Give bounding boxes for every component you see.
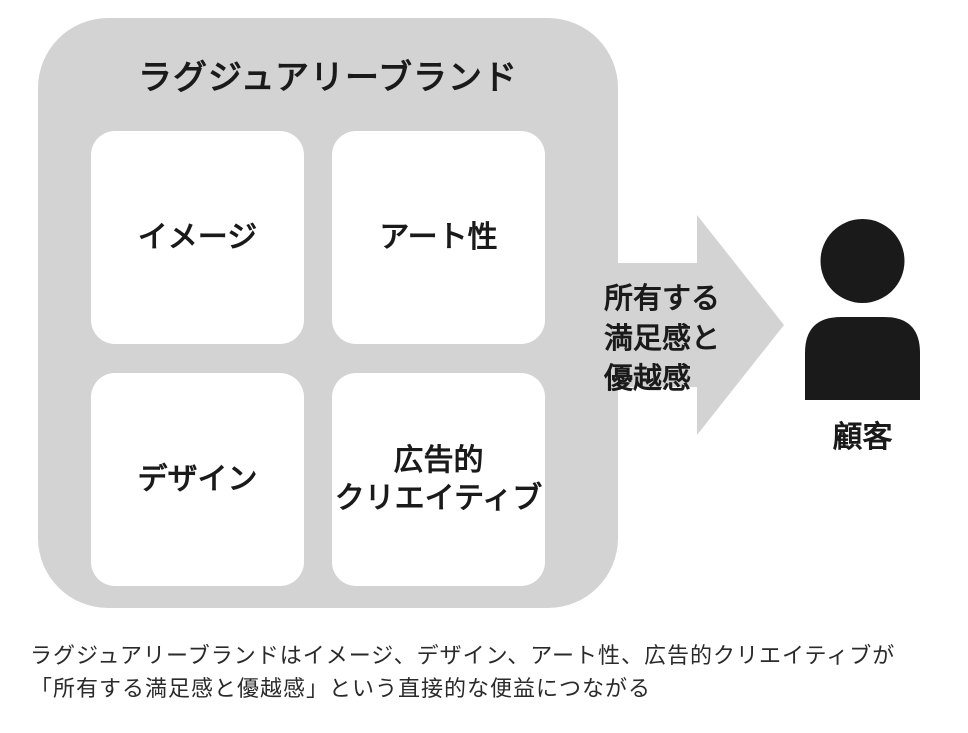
- cell-advertising-creative-label: 広告的 クリエイティブ: [334, 443, 543, 516]
- cell-artistry: アート性: [332, 131, 545, 344]
- arrow-label: 所有する 満足感と 優越感: [604, 281, 721, 395]
- arrow-shape: [589, 215, 784, 435]
- figure-caption: ラグジュアリーブランドはイメージ、デザイン、アート性、広告的クリエイティブが「所…: [30, 644, 896, 702]
- cell-design-label: デザイン: [137, 461, 258, 497]
- cell-artistry-label: アート性: [379, 219, 498, 255]
- panel-title: ラグジュアリーブランド: [138, 58, 518, 98]
- cell-image: イメージ: [91, 131, 304, 344]
- cell-design: デザイン: [91, 373, 304, 586]
- customer-label: 顧客: [832, 420, 893, 455]
- person-icon: [805, 219, 920, 400]
- luxury-brand-panel: ラグジュアリーブランド イメージ アート性 デザイン 広告的 クリエイティブ: [38, 18, 618, 608]
- cell-image-label: イメージ: [137, 219, 258, 255]
- cell-advertising-creative: 広告的 クリエイティブ: [332, 373, 545, 586]
